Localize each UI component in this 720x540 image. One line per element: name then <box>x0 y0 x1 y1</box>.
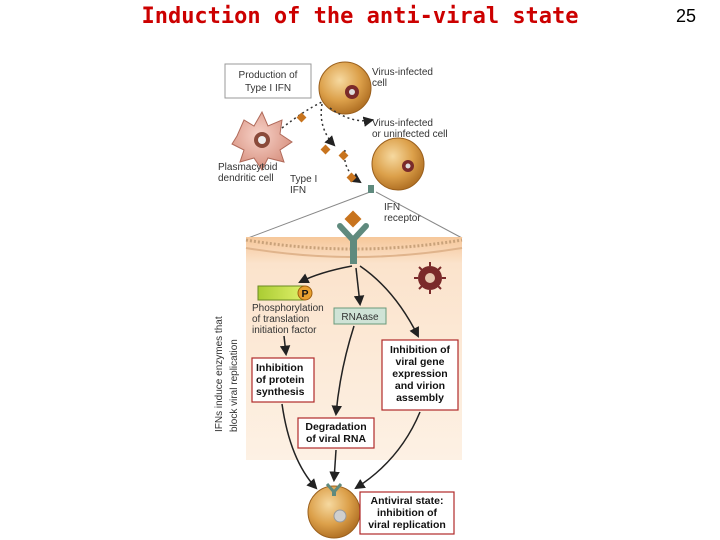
degradation-label-1: Degradation <box>305 421 366 433</box>
zoom-line-right <box>375 191 463 239</box>
inhibition-protein-label-1: Inhibition <box>256 362 303 374</box>
virus-cell-2-label-1: Virus-infected <box>372 118 433 129</box>
antiviral-state-label-2: inhibition of <box>377 507 438 519</box>
phosphate-label: P <box>301 288 308 300</box>
virus-infected-cell-label-1: Virus-infected <box>372 67 433 78</box>
production-label-2: Type I IFN <box>245 83 291 94</box>
antiviral-cell <box>307 483 361 539</box>
ifn-receptor <box>337 210 369 264</box>
arrow-degradation-to-antiviral <box>329 449 340 483</box>
slide-number: 25 <box>675 6 696 26</box>
rnaase-label: RNAase <box>341 312 379 323</box>
inhibition-viral-label-2: viral gene <box>395 356 444 368</box>
arrow-to-inhibition-viral <box>359 265 419 338</box>
small-receptor <box>368 185 374 193</box>
ifn-receptor-label-1: IFN <box>384 202 400 213</box>
dotted-path-pdc-virus <box>281 101 323 129</box>
production-box <box>224 63 312 99</box>
arrow-protein-to-antiviral <box>281 403 318 490</box>
virus-cell-2-label-2: or uninfected cell <box>372 129 448 140</box>
degradation-box <box>297 417 375 449</box>
type-i-ifn-label-2: IFN <box>290 185 306 196</box>
phosphorylation-label-3: initiation factor <box>252 325 317 336</box>
side-label-2: block viral replication <box>229 339 240 432</box>
virus-infected-cell <box>318 61 372 115</box>
inhibition-protein-label-3: synthesis <box>256 386 305 398</box>
zoom-line-left <box>247 191 371 239</box>
rnaase-box <box>333 307 387 325</box>
degradation-label-2: of viral RNA <box>306 433 367 445</box>
arrow-viral-to-antiviral <box>354 411 421 490</box>
ifn-receptor-label-2: receptor <box>384 213 421 224</box>
inhibition-viral-label-3: expression <box>392 368 447 380</box>
translation-factor-bar <box>257 285 305 301</box>
arrow-to-inhibition-protein <box>279 335 291 357</box>
arrow-to-rnaase <box>353 267 365 307</box>
ifn-molecule <box>338 150 349 161</box>
virus-infected-or-uninfected-cell <box>371 137 425 191</box>
phosphorylation-label-1: Phosphorylation <box>252 303 324 314</box>
inhibition-viral-label-4: and virion <box>395 380 445 392</box>
inhibition-protein-label-2: of protein <box>256 374 304 386</box>
phosphate-badge <box>297 285 313 301</box>
ifn-molecule <box>346 172 357 183</box>
inhibition-viral-label-5: assembly <box>396 392 444 404</box>
phosphorylation-label-2: of translation <box>252 314 309 325</box>
inhibition-viral-box <box>381 339 459 411</box>
plasmacytoid-label-1: Plasmacytoid <box>218 162 277 173</box>
virion-icon <box>414 262 446 294</box>
dotted-path-ifn-2 <box>329 107 375 127</box>
production-label-1: Production of <box>239 70 298 81</box>
ifn-molecule <box>320 144 331 155</box>
inhibition-protein-box <box>251 357 315 403</box>
arrow-to-phosphorylation <box>298 265 353 283</box>
ifn-molecule <box>296 112 307 123</box>
antiviral-state-label-3: viral replication <box>368 519 446 531</box>
arrow-to-degradation <box>331 325 355 417</box>
type-i-ifn-label-1: Type I <box>290 174 317 185</box>
inhibition-viral-label-1: Inhibition of <box>390 344 451 356</box>
dotted-path-ifn-1 <box>320 103 336 147</box>
slide-title: Induction of the anti-viral state <box>141 4 579 29</box>
plasmacytoid-label-2: dendritic cell <box>218 173 274 184</box>
plasmacytoid-dendritic-cell <box>231 110 293 171</box>
antiviral-state-label-1: Antiviral state: <box>371 495 444 507</box>
virus-infected-cell-label-2: cell <box>372 78 387 89</box>
side-label-1: IFNs induce enzymes that <box>214 316 225 432</box>
antiviral-state-box <box>359 491 455 535</box>
